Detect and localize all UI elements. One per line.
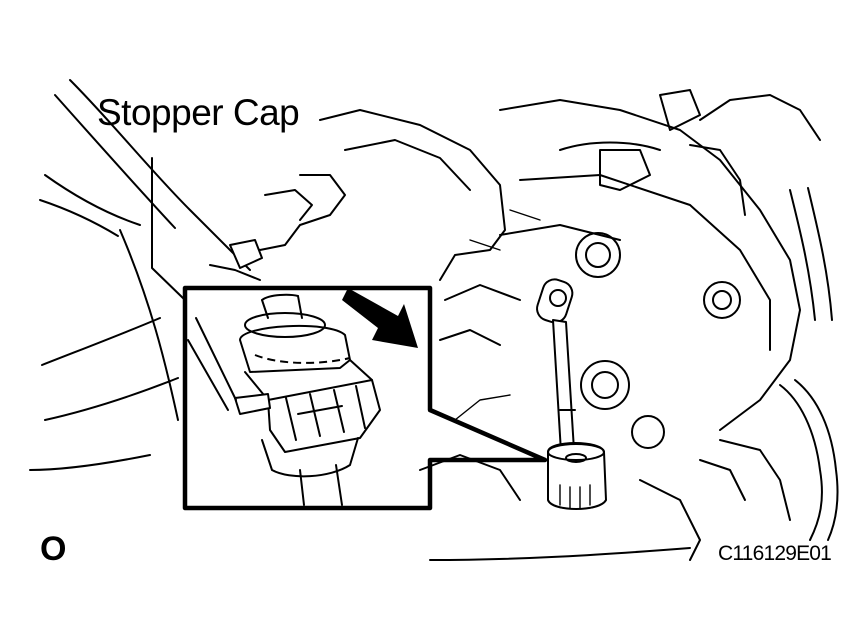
step-marker: O: [40, 530, 67, 568]
figure-id: C116129E01: [718, 542, 832, 565]
callout-leader: [151, 157, 186, 301]
inset-detail: [182, 285, 548, 511]
background-linework: [29, 79, 839, 561]
arrow-icon: [342, 288, 418, 348]
stopper-cap-label: Stopper Cap: [97, 92, 300, 133]
control-cable: [536, 278, 607, 510]
